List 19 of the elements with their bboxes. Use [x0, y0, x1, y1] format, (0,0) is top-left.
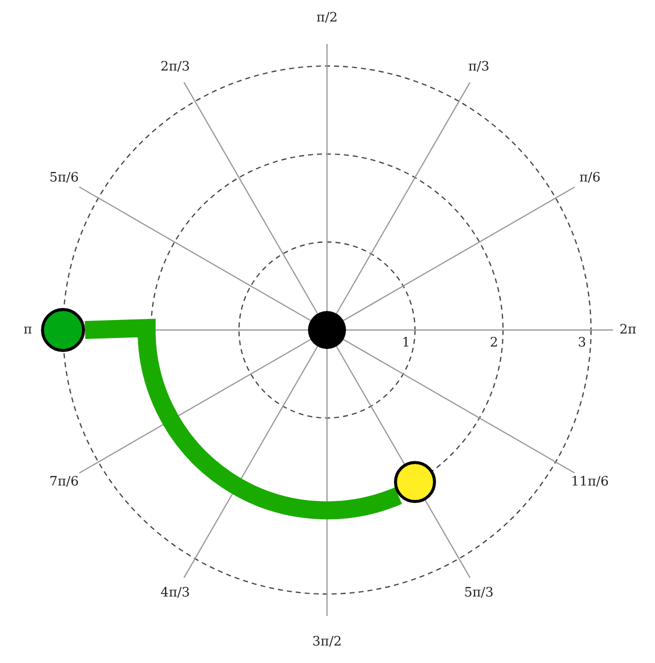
angle-label: π/3 [468, 60, 490, 74]
start-marker [41, 308, 85, 352]
angle-label: 5π/3 [464, 586, 494, 600]
end-marker [394, 461, 436, 504]
angle-label: π/6 [579, 172, 601, 185]
origin-dot [308, 311, 346, 349]
path-line [84, 319, 402, 520]
angle-label: 5π/6 [49, 172, 79, 185]
radius-tick-label: 3 [578, 336, 586, 350]
radius-tick-label: 2 [490, 336, 498, 350]
angle-label: 7π/6 [49, 475, 79, 488]
angle-label: 2π/3 [160, 60, 190, 74]
angle-label: π/2 [316, 11, 338, 24]
angle-label: 3π/2 [312, 636, 342, 649]
angle-label: π [24, 324, 32, 336]
angle-label: 2π [620, 324, 636, 336]
radius-tick-label: 1 [402, 336, 410, 350]
angle-label: 11π/6 [571, 475, 609, 488]
angle-label: 4π/3 [160, 586, 190, 600]
